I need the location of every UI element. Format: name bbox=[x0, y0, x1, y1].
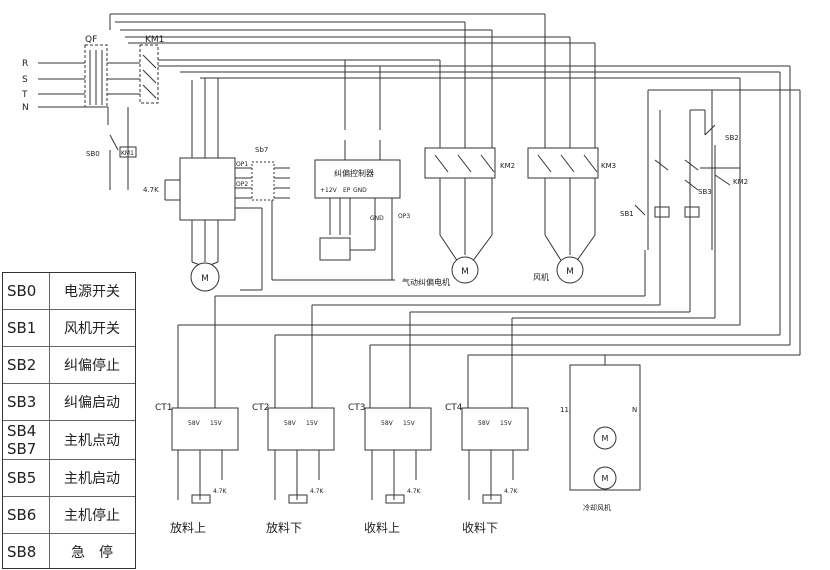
ct4-label: CT4 bbox=[445, 403, 463, 413]
ct3-58v: 58V bbox=[381, 420, 394, 427]
legend-code: SB4 SB7 bbox=[7, 422, 37, 458]
sb2-label: SB2 bbox=[725, 134, 739, 142]
pump-motor-icon: M bbox=[461, 267, 469, 277]
inverter-motor-icon: M bbox=[201, 274, 209, 284]
legend-row: SB2 纠偏停止 bbox=[3, 347, 135, 384]
legend-desc: 纠偏启动 bbox=[64, 395, 120, 411]
gnd2-label: GND bbox=[370, 215, 384, 222]
cooling-motor-2-icon: M bbox=[602, 474, 609, 483]
legend-code: SB8 bbox=[7, 543, 37, 561]
legend-code: SB3 bbox=[7, 393, 37, 411]
ct1-58v: 58V bbox=[188, 420, 201, 427]
cooling-motor-1-icon: M bbox=[602, 434, 609, 443]
ct4-58v: 58V bbox=[478, 420, 491, 427]
phase-t-label: T bbox=[21, 90, 28, 100]
legend-row: SB6 主机停止 bbox=[3, 497, 135, 534]
ct2-label: CT2 bbox=[252, 403, 270, 413]
sb1-label: SB1 bbox=[620, 210, 634, 218]
out4-label: 收料下 bbox=[462, 521, 498, 535]
fan-motor-icon: M bbox=[566, 267, 574, 277]
legend-code: SB5 bbox=[7, 469, 37, 487]
phase-r-label: R bbox=[22, 59, 28, 69]
km2-label: KM2 bbox=[500, 162, 515, 170]
ct3-15v: 15V bbox=[403, 420, 416, 427]
legend-code: SB0 bbox=[7, 282, 37, 300]
ep-label: EP bbox=[343, 187, 351, 194]
legend-desc: 主机启动 bbox=[64, 471, 120, 487]
legend-row: SB1 风机开关 bbox=[3, 310, 135, 347]
ct1-15v: 15V bbox=[210, 420, 223, 427]
ct3-res: 4.7K bbox=[407, 488, 422, 495]
sb0-label: SB0 bbox=[86, 150, 100, 158]
cooling-term-n: N bbox=[632, 406, 637, 414]
sb3-label: SB3 bbox=[698, 188, 712, 196]
legend-table: SB0 电源开关 SB1 风机开关 SB2 纠偏停止 SB3 纠偏启动 SB4 … bbox=[2, 272, 136, 569]
out1-label: 放料上 bbox=[170, 520, 206, 535]
legend-desc: 主机停止 bbox=[64, 508, 120, 524]
ct1-label: CT1 bbox=[155, 403, 173, 413]
legend-code: SB1 bbox=[7, 319, 37, 337]
legend-desc: 风机开关 bbox=[64, 321, 120, 337]
ct4-15v: 15V bbox=[500, 420, 513, 427]
km2-contact-label: KM2 bbox=[733, 178, 748, 186]
legend-row: SB5 主机启动 bbox=[3, 460, 135, 497]
sb7-label: Sb7 bbox=[255, 146, 268, 154]
legend-row: SB8 急 停 bbox=[3, 534, 135, 570]
cooling-fan-label: 冷却风机 bbox=[583, 503, 611, 512]
legend-row: SB3 纠偏启动 bbox=[3, 384, 135, 421]
legend-desc: 电源开关 bbox=[64, 284, 120, 300]
phase-n-label: N bbox=[22, 103, 29, 113]
legend-row: SB4 SB7 主机点动 bbox=[3, 421, 135, 460]
out3-label: 收料上 bbox=[364, 521, 400, 535]
v12-label: +12V bbox=[320, 187, 338, 194]
legend-desc: 主机点动 bbox=[64, 433, 120, 449]
pump-motor-label: 气动纠偏电机 bbox=[402, 277, 450, 287]
ct2-58v: 58V bbox=[284, 420, 297, 427]
qf-label: QF bbox=[85, 35, 97, 45]
out2-label: 放料下 bbox=[266, 520, 302, 535]
cooling-term-11: 11 bbox=[560, 406, 569, 414]
phase-s-label: S bbox=[22, 75, 28, 85]
op2-label: OP2 bbox=[236, 181, 248, 188]
km3-label: KM3 bbox=[601, 162, 616, 170]
ct4-res: 4.7K bbox=[504, 488, 519, 495]
res-label: 4.7K bbox=[143, 186, 159, 194]
legend-code: SB2 bbox=[7, 356, 37, 374]
ct2-15v: 15V bbox=[306, 420, 319, 427]
op3-label: OP3 bbox=[398, 213, 410, 220]
ct1-res: 4.7K bbox=[213, 488, 228, 495]
controller-label: 纠偏控制器 bbox=[334, 168, 374, 178]
fan-label: 风机 bbox=[533, 272, 549, 282]
legend-code: SB6 bbox=[7, 506, 37, 524]
km1-label: KM1 bbox=[145, 35, 164, 45]
legend-desc: 急 停 bbox=[71, 545, 113, 561]
op1-label: OP1 bbox=[236, 161, 248, 168]
ct3-label: CT3 bbox=[348, 403, 366, 413]
legend-desc: 纠偏停止 bbox=[64, 358, 120, 374]
km1-coil-label: KM1 bbox=[121, 150, 134, 157]
gnd-label: GND bbox=[353, 187, 367, 194]
ct2-res: 4.7K bbox=[310, 488, 325, 495]
legend-row: SB0 电源开关 bbox=[3, 273, 135, 310]
